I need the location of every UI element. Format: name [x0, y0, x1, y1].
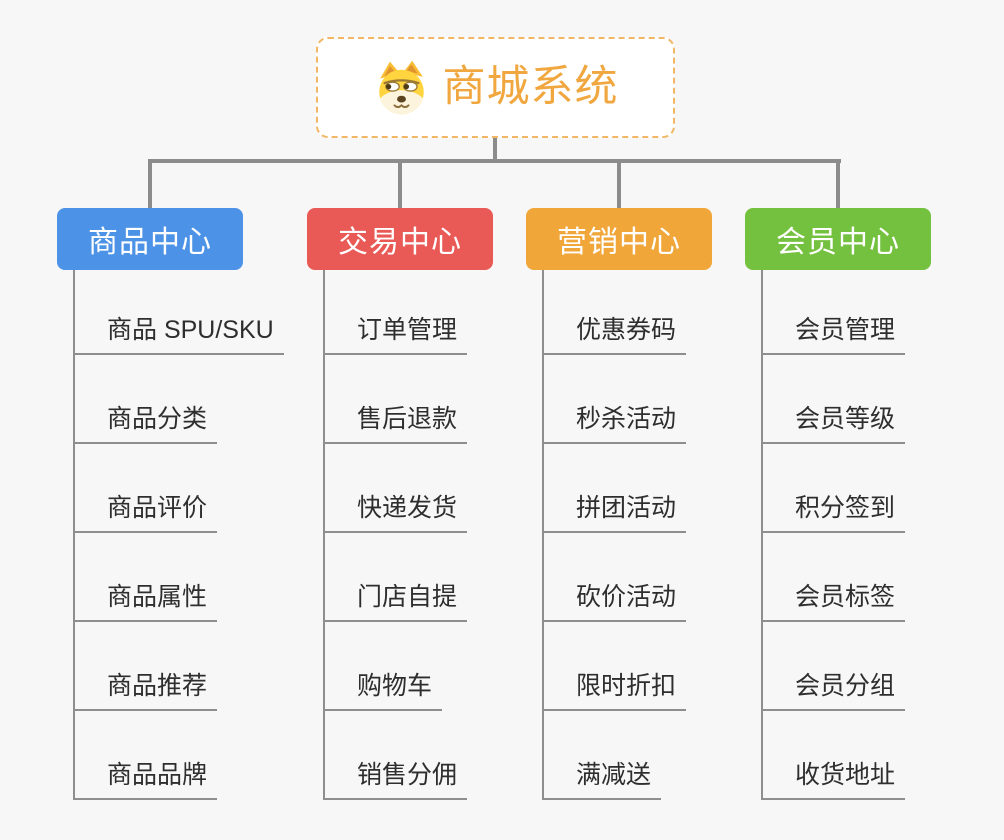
branch-node[interactable]: 商品中心 [57, 208, 243, 270]
leaf-node[interactable]: 砍价活动 [542, 581, 687, 622]
branch-leaves: 优惠券码秒杀活动拼团活动砍价活动限时折扣满减送 [526, 314, 726, 800]
leaf-node[interactable]: 快递发货 [323, 492, 468, 533]
branch-label: 交易中心 [338, 226, 462, 259]
leaf-node[interactable]: 订单管理 [323, 314, 468, 355]
branch-leaves: 会员管理会员等级积分签到会员标签会员分组收货地址 [745, 314, 945, 800]
branch-label: 营销中心 [557, 226, 681, 259]
leaf-node[interactable]: 会员等级 [761, 403, 906, 444]
leaf-node[interactable]: 销售分佣 [323, 759, 468, 800]
leaf-node[interactable]: 购物车 [323, 670, 443, 711]
branch-node[interactable]: 交易中心 [307, 208, 493, 270]
branch-column: 交易中心 订单管理售后退款快递发货门店自提购物车销售分佣 [307, 208, 507, 800]
root-node[interactable]: 商城系统 [316, 37, 675, 138]
branch-leaves: 订单管理售后退款快递发货门店自提购物车销售分佣 [307, 314, 507, 800]
leaf-node[interactable]: 优惠券码 [542, 314, 687, 355]
branch-spine-line [542, 270, 544, 800]
connector-branch-stub [836, 159, 840, 209]
dog-face-icon [378, 60, 424, 115]
leaf-node[interactable]: 商品分类 [73, 403, 218, 444]
leaf-node[interactable]: 商品推荐 [73, 670, 218, 711]
connector-bus [148, 159, 841, 163]
leaf-node[interactable]: 商品属性 [73, 581, 218, 622]
leaf-node[interactable]: 秒杀活动 [542, 403, 687, 444]
leaf-node[interactable]: 门店自提 [323, 581, 468, 622]
leaf-node[interactable]: 满减送 [542, 759, 662, 800]
leaf-node[interactable]: 限时折扣 [542, 670, 687, 711]
leaf-node[interactable]: 商品品牌 [73, 759, 218, 800]
branch-spine-line [761, 270, 763, 800]
connector-branch-stub [148, 159, 152, 209]
branch-spine-line [323, 270, 325, 800]
leaf-node[interactable]: 会员管理 [761, 314, 906, 355]
branch-spine-line [73, 270, 75, 800]
branch-node[interactable]: 营销中心 [526, 208, 712, 270]
branch-node[interactable]: 会员中心 [745, 208, 931, 270]
root-title: 商城系统 [442, 63, 619, 111]
leaf-node[interactable]: 会员标签 [761, 581, 906, 622]
connector-root-stem [493, 138, 497, 163]
branch-label: 会员中心 [776, 226, 900, 259]
branch-column: 营销中心 优惠券码秒杀活动拼团活动砍价活动限时折扣满减送 [526, 208, 726, 800]
leaf-node[interactable]: 收货地址 [761, 759, 906, 800]
branch-label: 商品中心 [88, 226, 212, 259]
branch-column: 商品中心 商品 SPU/SKU 商品分类商品评价商品属性商品推荐商品品牌 [57, 208, 284, 800]
leaf-node[interactable]: 商品 SPU/SKU [73, 314, 284, 355]
leaf-node[interactable]: 拼团活动 [542, 492, 687, 533]
leaf-node[interactable]: 积分签到 [761, 492, 906, 533]
connector-branch-stub [398, 159, 402, 209]
leaf-node[interactable]: 会员分组 [761, 670, 906, 711]
branch-column: 会员中心 会员管理会员等级积分签到会员标签会员分组收货地址 [745, 208, 945, 800]
branch-leaves: 商品 SPU/SKU 商品分类商品评价商品属性商品推荐商品品牌 [57, 314, 284, 800]
connector-branch-stub [617, 159, 621, 209]
leaf-node[interactable]: 售后退款 [323, 403, 468, 444]
leaf-node[interactable]: 商品评价 [73, 492, 218, 533]
